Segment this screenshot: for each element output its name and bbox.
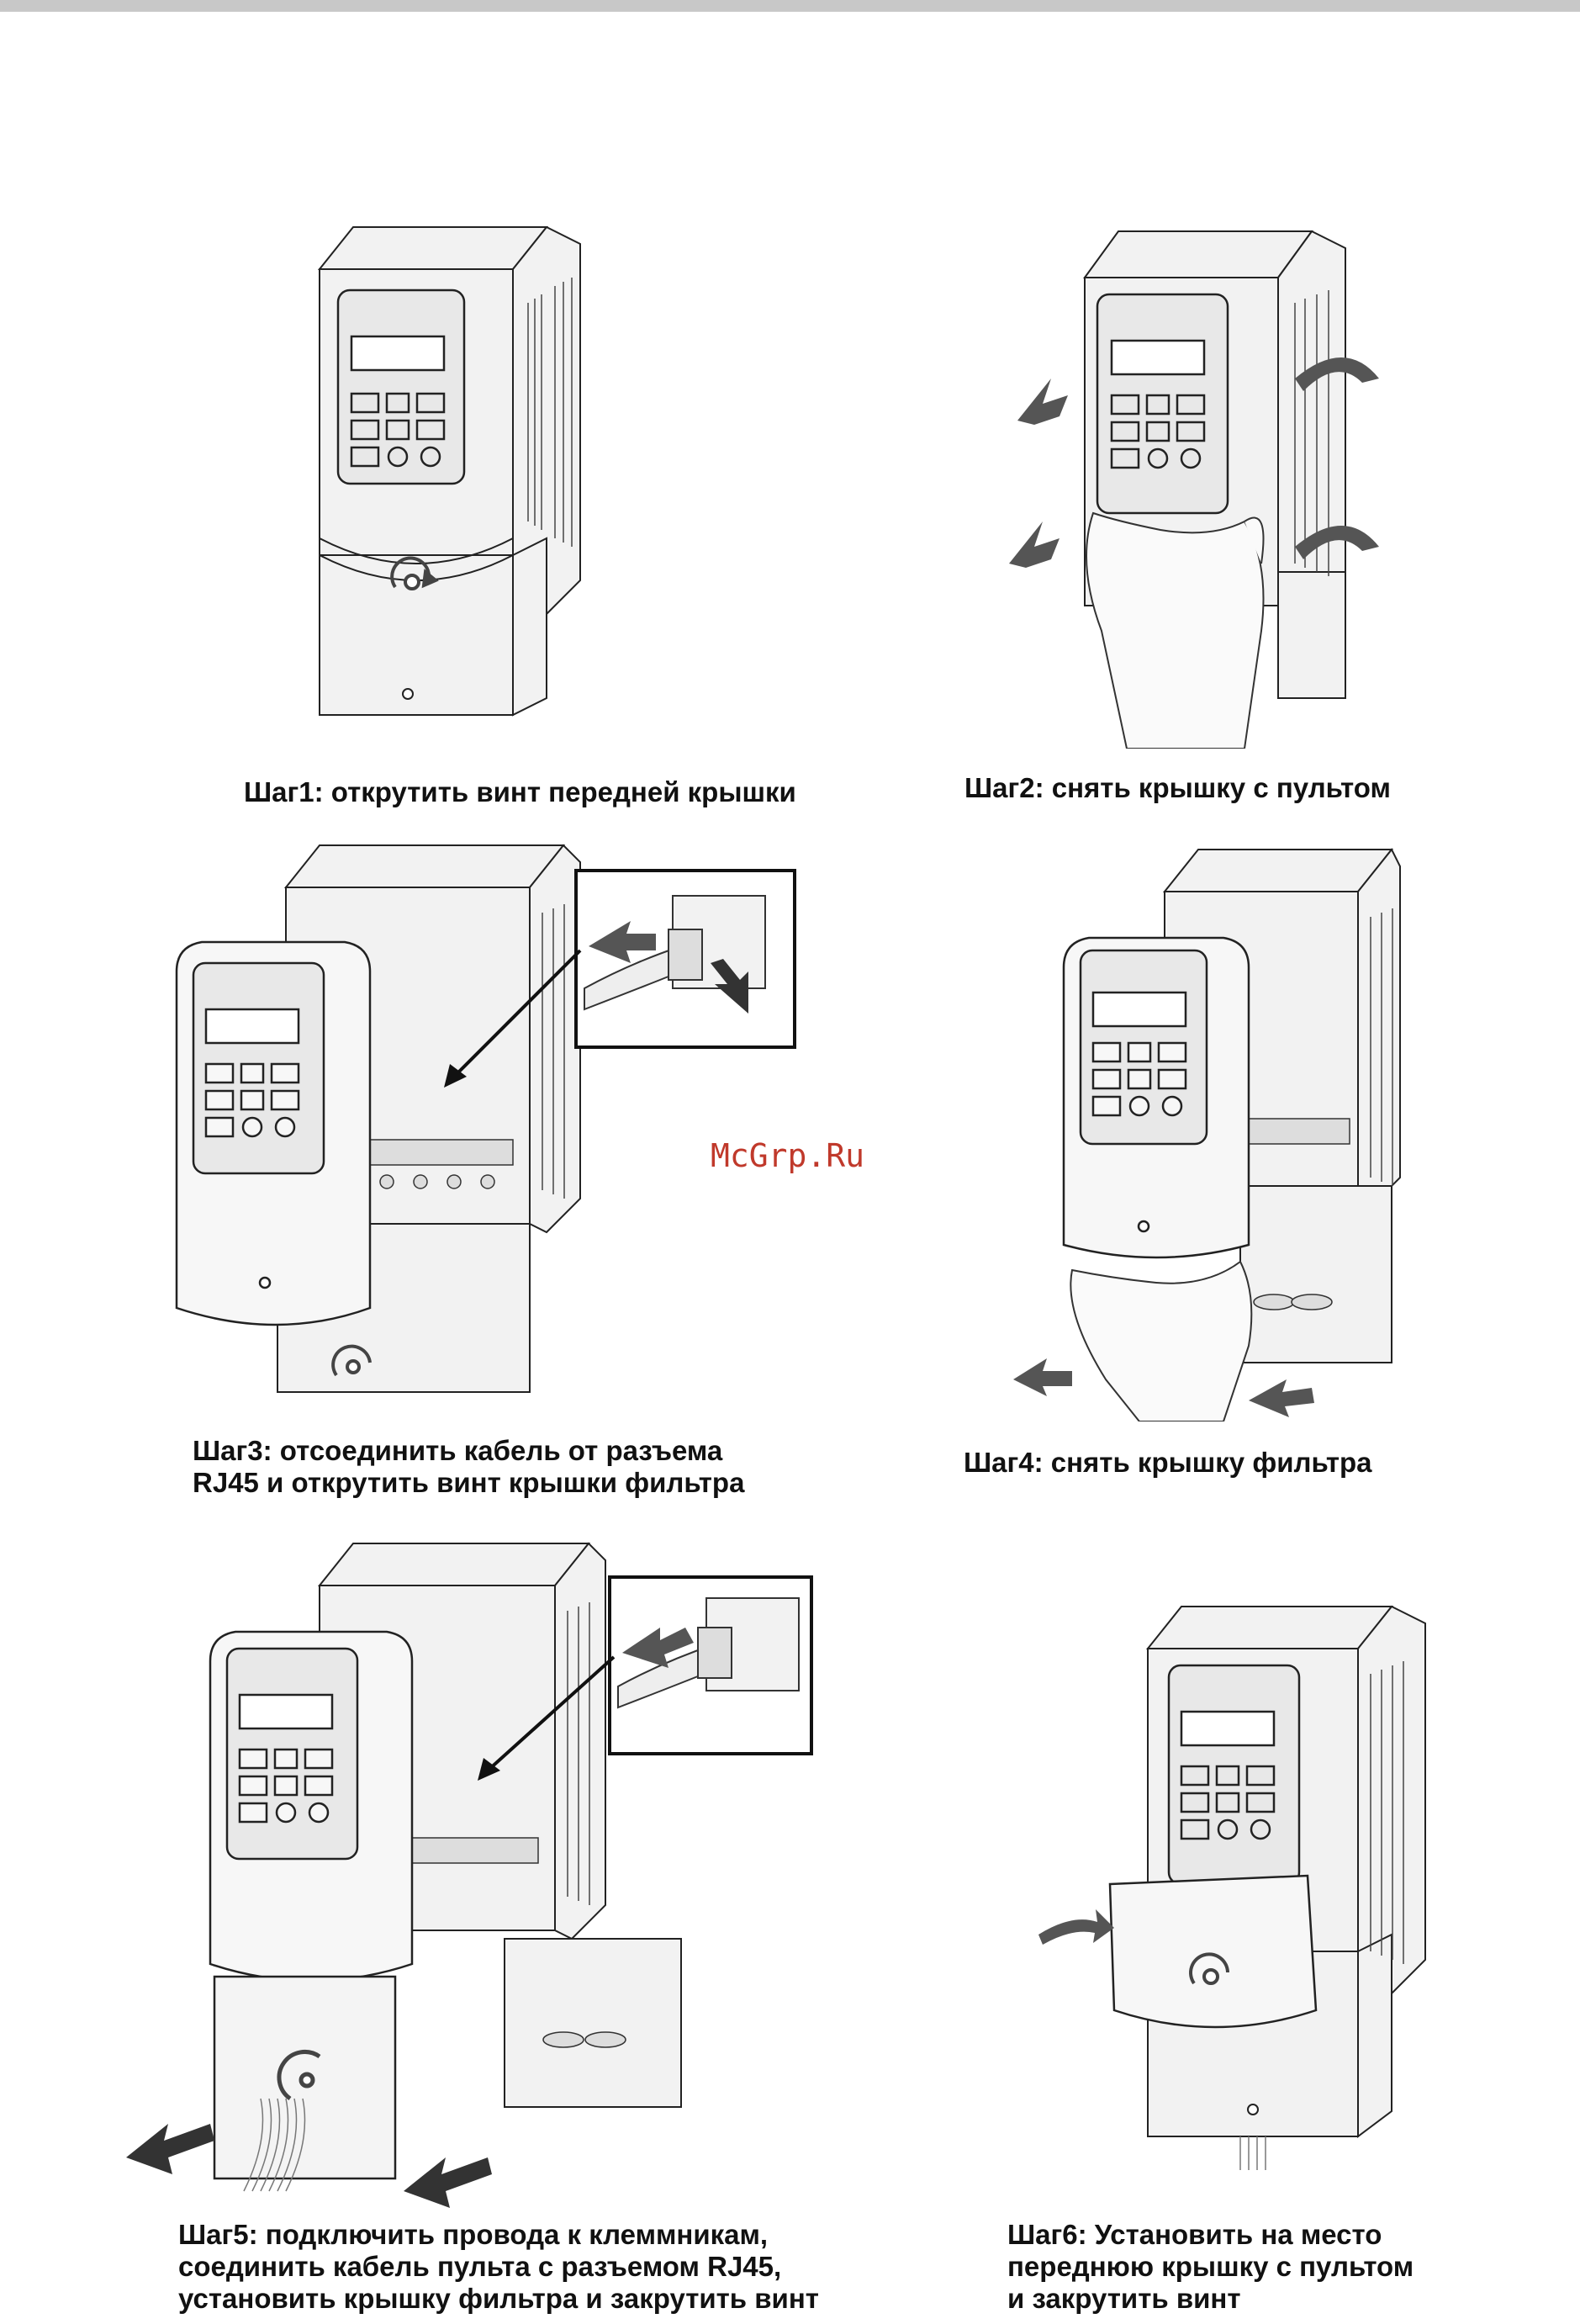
step5-illustration [118,1518,824,2208]
step3-caption-line1: Шаг3: отсоединить кабель от разъема [193,1435,723,1466]
rotate-screw-icon [390,556,439,590]
hand-illustration [1086,511,1265,749]
step3-caption-line2: RJ45 и открутить винт крышки фильтра [193,1467,745,1498]
lower-cover [1108,1874,1318,2029]
step6-caption-line1: Шаг6: Установить на место [1007,2219,1382,2250]
step6-caption-line3: и закрутить винт [1007,2283,1241,2314]
step5-caption-line2: соединить кабель пульта с разъемом RJ45, [178,2251,782,2282]
step2-illustration [992,210,1396,749]
front-cover [1062,936,1250,1259]
rj45-detail-inset [608,1575,813,1755]
callout-arrow [452,949,582,1078]
front-cover [175,940,372,1326]
step5-caption-line3: установить крышку фильтра и закрутить ви… [178,2283,819,2314]
callout-arrow [486,1655,616,1772]
step1-caption: Шаг1: открутить винт передней крышки [244,776,796,807]
rotate-screw-icon [277,2049,321,2101]
push-arrow-icon [126,2124,492,2208]
step2-caption: Шаг2: снять крышку с пультом [964,772,1391,803]
rotate-screw-icon [1189,1952,1229,1985]
keypad [1096,293,1229,515]
push-arrow-icon [1038,1909,1114,1945]
rotate-screw-icon [331,1344,372,1377]
step6-illustration [1030,1581,1451,2170]
wire-bundle [243,2098,306,2192]
step1-illustration [303,202,605,740]
step3-illustration [160,837,816,1426]
step4-illustration [996,841,1417,1421]
front-cover [209,1630,414,2180]
step5-caption-line1: Шаг5: подключить провода к клеммникам, [178,2219,769,2250]
step4-caption: Шаг4: снять крышку фильтра [964,1447,1372,1478]
hand-illustration [1070,1260,1253,1421]
watermark: McGrp.Ru [711,1137,865,1174]
keypad [336,289,466,485]
pull-arrow-icon [1009,357,1379,568]
pull-arrow-icon [1013,1358,1314,1417]
keypad [1167,1664,1301,1886]
step6-caption-line2: переднюю крышку с пультом [1007,2251,1414,2282]
rj45-detail-inset [574,869,796,1049]
top-rule [0,0,1580,12]
